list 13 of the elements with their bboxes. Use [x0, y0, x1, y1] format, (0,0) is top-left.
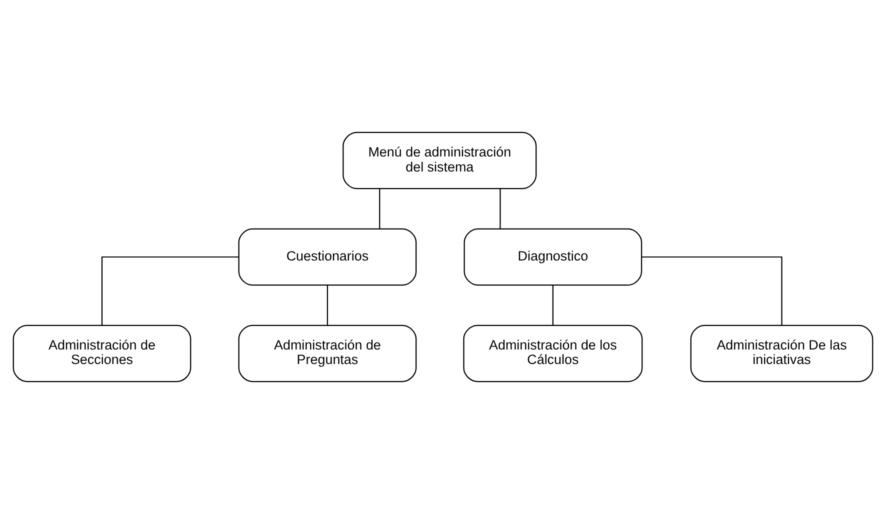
connector: [379, 188, 380, 229]
node-box: Diagnostico: [464, 228, 642, 286]
connector: [500, 188, 501, 229]
node-box: Administración de Secciones: [12, 324, 192, 382]
node-box: Administración De las iniciativas: [690, 324, 874, 382]
node-box: Administración de los Cálculos: [463, 324, 643, 382]
node-box: Administración de Preguntas: [238, 324, 417, 382]
connector: [326, 285, 328, 326]
connector: [642, 256, 782, 326]
node-box: Menú de administración del sistema: [342, 132, 537, 190]
node-box: Cuestionarios: [238, 228, 417, 286]
connector: [552, 285, 554, 326]
connector: [101, 256, 239, 326]
